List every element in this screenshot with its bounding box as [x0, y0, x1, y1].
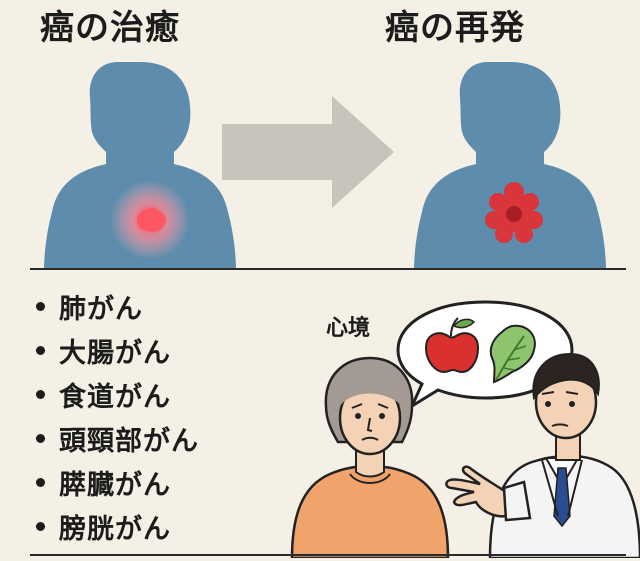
bullet-icon	[36, 389, 45, 399]
bottom-divider	[30, 554, 626, 556]
speech-bubble-icon	[396, 300, 574, 410]
right-arrow-icon	[222, 96, 394, 208]
recurrent-tumor-icon	[485, 182, 543, 243]
small-tumor-icon	[136, 207, 166, 232]
bullet-icon	[36, 433, 45, 443]
cancer-type-label: 肺がん	[59, 293, 143, 325]
cancer-type-label: 頭頸部がん	[59, 425, 199, 457]
list-item: 食道がん	[36, 372, 199, 416]
mood-label: 心境	[326, 316, 371, 341]
title-cancer-treatment: 癌の治癒	[40, 8, 180, 48]
cancer-type-label: 食道がん	[59, 381, 171, 413]
bullet-icon	[36, 301, 45, 311]
bullet-icon	[36, 477, 45, 487]
patient-figure	[290, 356, 450, 558]
body-silhouette	[414, 62, 606, 270]
apple-icon	[424, 317, 480, 374]
doctor-hand	[445, 465, 508, 518]
torso-silhouette-recurrence	[414, 62, 606, 270]
patient-doctor-illustration	[290, 300, 640, 558]
cancer-type-list: 肺がん 大腸がん 食道がん 頭頸部がん 膵臓がん 膀胱がん	[36, 284, 199, 548]
list-item: 大腸がん	[36, 328, 199, 372]
section-divider	[30, 268, 626, 270]
title-cancer-recurrence: 癌の再発	[385, 8, 525, 48]
cancer-type-label: 膵臓がん	[59, 469, 171, 501]
doctor-figure	[445, 352, 640, 558]
list-item: 肺がん	[36, 284, 199, 328]
list-item: 頭頸部がん	[36, 416, 199, 460]
cancer-type-label: 膀胱がん	[59, 513, 171, 545]
list-item: 膀胱がん	[36, 504, 199, 548]
bullet-icon	[36, 521, 45, 531]
list-item: 膵臓がん	[36, 460, 199, 504]
bullet-icon	[36, 345, 45, 355]
torso-silhouette-treated	[44, 62, 236, 270]
cancer-type-label: 大腸がん	[59, 337, 171, 369]
leafy-vegetable-icon	[489, 324, 536, 384]
